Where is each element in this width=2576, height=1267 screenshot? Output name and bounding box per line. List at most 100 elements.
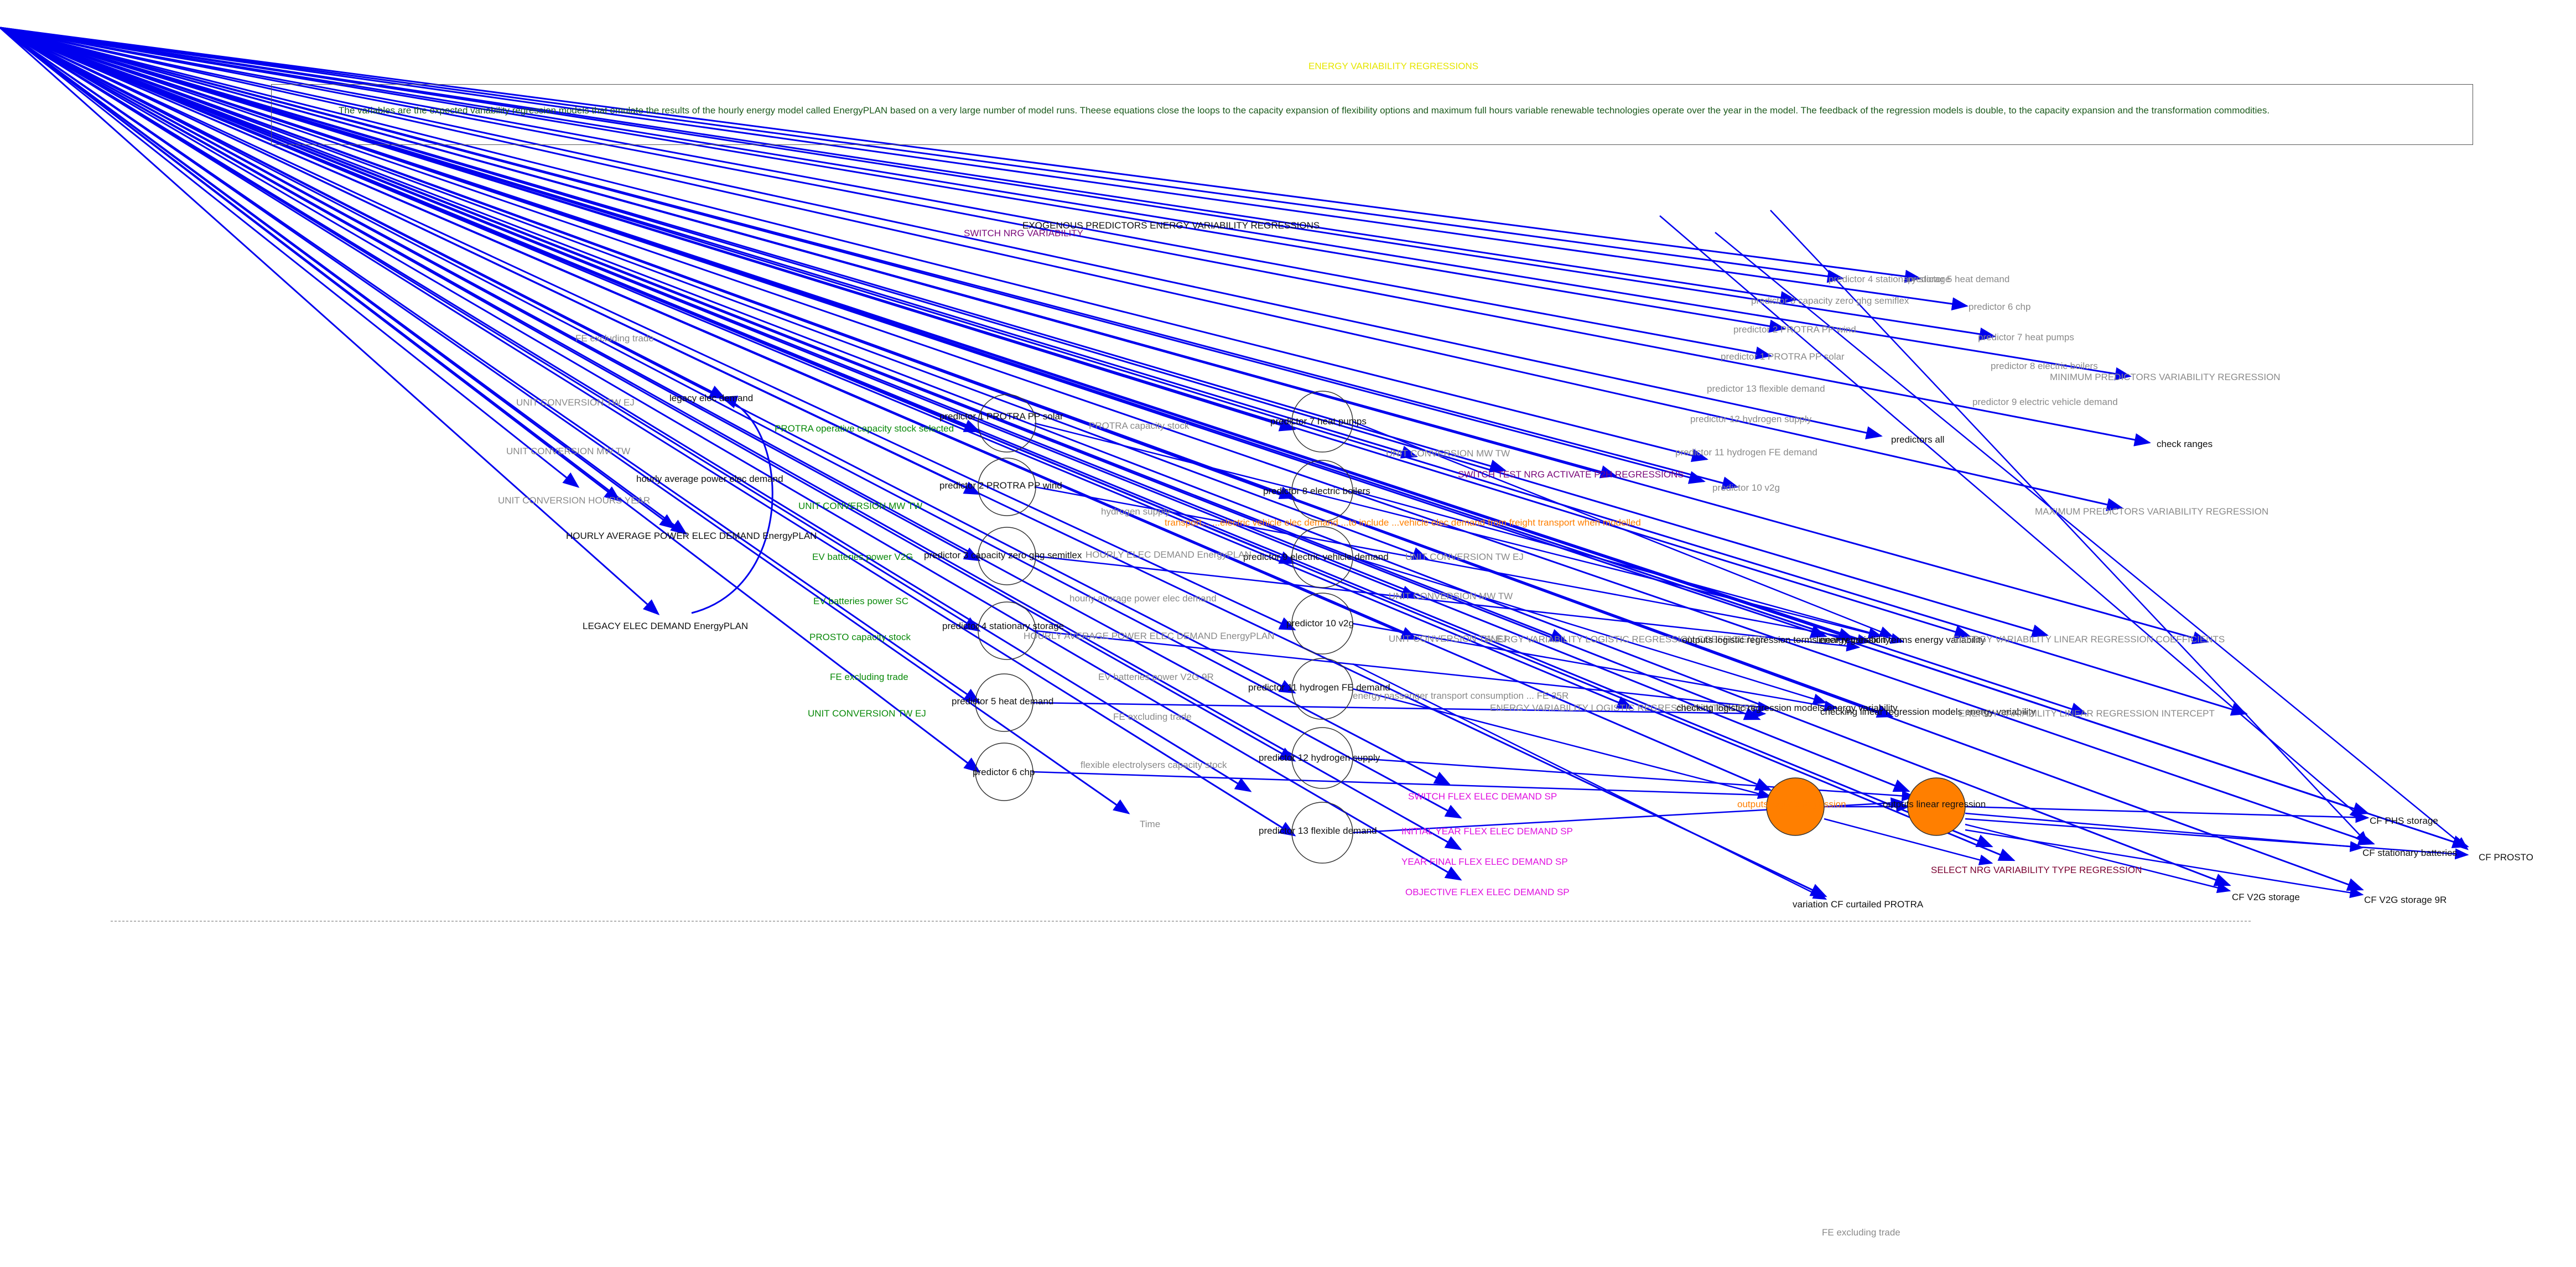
influence-arrow [0, 27, 1296, 631]
predictor-7-label: predictor 7 heat pumps [1270, 416, 1367, 427]
g-predictor-1-label: predictor 1 PROTRA PP solar [1721, 351, 1845, 362]
energy-passenger-transport-label: energy passenger transport consumption .… [1353, 690, 1569, 701]
influence-arrow [1352, 688, 1772, 799]
legacy-elec-demand-label: legacy elec demand [669, 393, 754, 403]
hourly-average-power-elec-demand-gray: hourly average power elec demand [1069, 593, 1217, 604]
predictor-11-label: predictor 11 hydrogen FE demand [1248, 682, 1390, 693]
hydrogen-supply-label: hydrogen supply [1101, 506, 1170, 517]
linear-regression-terms-label: linear regression terms energy variabili… [1816, 635, 1986, 645]
year-final-flex-label: YEAR FINAL FLEX ELEC DEMAND SP [1401, 856, 1568, 867]
time-label: Time [1140, 819, 1161, 829]
predictor-node-9[interactable] [1291, 526, 1353, 588]
influence-arrow [0, 27, 2049, 637]
influence-arrow [1034, 630, 1772, 713]
influence-arrow [0, 27, 677, 529]
outputs-linear-regression-label: outputs linear regression [1883, 799, 1986, 809]
predictor-node-3[interactable] [978, 527, 1036, 585]
objective-flex-label: OBJECTIVE FLEX ELEC DEMAND SP [1405, 887, 1570, 897]
influence-arrow [1770, 210, 2369, 845]
predictor-node-13[interactable] [1291, 802, 1353, 864]
influence-arrow [0, 27, 2375, 845]
influence-arrow [1965, 806, 2370, 823]
energy-variability-linear-intercept: ENERGY VARIABILITY LINEAR REGRESSION INT… [1959, 708, 2215, 719]
influence-arrow [0, 27, 2231, 886]
predictor-node-2[interactable] [978, 458, 1036, 516]
fe-excluding-trade-green: FE excluding trade [830, 672, 908, 682]
influence-arrow [1352, 663, 1827, 900]
unit-conversion-mw-tw-left: UNIT CONVERSION MW TW [506, 446, 631, 456]
predictor-node-12[interactable] [1291, 727, 1353, 789]
unit-conversion-tw-ej-left: UNIT CONVERSION TW EJ [516, 397, 635, 408]
cf-stationary-batteries-label: CF stationary batteries [2362, 848, 2458, 858]
influence-arrow [1965, 829, 2364, 899]
initial-year-flex-label: INITIAL YEAR FLEX ELEC DEMAND SP [1401, 826, 1573, 837]
influence-arrow [1034, 422, 1883, 639]
predictor-node-10[interactable] [1291, 593, 1353, 655]
ev-batteries-power-v2g-9r-label: EV batteries power V2G 9R [1098, 672, 1214, 682]
cf-prosto-label: CF PROSTO [2479, 852, 2533, 863]
ev-batteries-power-v2g-label: EV batteries power V2G [812, 552, 913, 562]
predictor-6-label: predictor 6 chp [973, 767, 1035, 777]
cf-v2g-storage-9r-label: CF V2G storage 9R [2364, 895, 2447, 905]
predictor-node-11[interactable] [1291, 658, 1353, 720]
g-predictor-4-label: predictor 4 stationary storage [1829, 274, 1951, 284]
g-predictor-2-label: predictor 2 PROTRA PP wind [1733, 324, 1856, 335]
minimum-predictors-label: MINIMUM PREDICTORS VARIABILITY REGRESSIO… [2050, 372, 2281, 382]
influence-arrow [0, 27, 1252, 792]
g-predictor-12-label: predictor 12 hydrogen supply [1690, 414, 1812, 424]
predictor-12-label: predictor 12 hydrogen supply [1259, 752, 1380, 763]
influence-arrow [0, 27, 2209, 645]
ev-batteries-power-sc-label: EV batteries power SC [813, 596, 908, 606]
variation-cf-curtailed-label: variation CF curtailed PROTRA [1793, 899, 1924, 910]
g-predictor-7-label: predictor 7 heat pumps [1978, 332, 2074, 342]
fe-excluding-trade-bottom: FE excluding trade [1822, 1227, 1900, 1238]
outputs-logistic-regression-node[interactable] [1766, 777, 1825, 836]
prosto-capacity-stock-label: PROSTO capacity stock [809, 632, 911, 642]
cf-phs-storage-label: CF PHS storage [2370, 816, 2438, 826]
feedback-loop-curve [691, 396, 773, 614]
predictor-8-label: predictor 8 electric boilers [1263, 486, 1370, 496]
predictor-node-5[interactable] [975, 673, 1033, 732]
influence-arrow [1034, 555, 1861, 652]
check-ranges-label: check ranges [2157, 439, 2213, 449]
influence-arrow [1352, 622, 1838, 712]
influence-arrow [0, 27, 981, 704]
predictor-node-8[interactable] [1291, 460, 1353, 522]
influence-arrow [1352, 556, 1827, 704]
description-box [271, 84, 2473, 145]
exogenous-predictors-label: EXOGENOUS PREDICTORS ENERGY VARIABILITY … [1022, 220, 1320, 231]
influence-arrow [0, 27, 1706, 484]
predictor-node-6[interactable] [975, 742, 1033, 801]
influence-arrow [1352, 420, 1894, 637]
energy-variability-linear-coefficients: ENERGY VARIABILITY LINEAR REGRESSION COE… [1953, 634, 2225, 645]
g-predictor-13-label: predictor 13 flexible demand [1707, 383, 1825, 394]
predictor-13-label: predictor 13 flexible demand [1259, 825, 1377, 836]
view-title: ENERGY VARIABILITY REGRESSIONS [1308, 61, 1479, 71]
cf-v2g-storage-label: CF V2G storage [2232, 892, 2300, 902]
influence-arrow [0, 27, 1772, 360]
select-nrg-variability-type-label: SELECT NRG VARIABILITY TYPE REGRESSION [1931, 865, 2142, 875]
outputs-linear-regression-node[interactable] [1907, 777, 1966, 836]
predictors-all-label: predictors all [1891, 434, 1945, 445]
g-predictor-9-label: predictor 9 electric vehicle demand [1972, 397, 2118, 407]
unit-conversion-tw-ej-mid2: UNIT CONVERSION TW EJ [1389, 634, 1507, 644]
influence-arrow [0, 27, 1996, 341]
orange-note-label: transport... ...electric vehicle elec de… [1165, 517, 1641, 528]
predictor-node-4[interactable] [978, 601, 1036, 660]
influence-arrow [0, 27, 2132, 381]
influence-arrow [1659, 215, 2364, 820]
influence-arrow [0, 27, 2123, 511]
predictor-3-label: predictor 3 capacity zero ghg semitlex [924, 550, 1082, 560]
outputs-logistic-regression-terms-label: outputs logistic regression terms energy… [1682, 635, 1891, 645]
influence-arrow [1715, 232, 2469, 850]
fe-excluding-trade-gray: FE excluding trade [1113, 712, 1192, 722]
outputs-logistic-regression-label: outputs logistic regression [1737, 799, 1846, 809]
influence-arrow [0, 27, 1786, 333]
unit-conversion-tw-ej-mid: UNIT CONVERSION TW EJ [1405, 552, 1524, 562]
unit-conversion-mw-tw-green: UNIT CONVERSION MW TW [798, 501, 923, 511]
predictor-node-7[interactable] [1291, 391, 1353, 453]
influence-arrow [0, 27, 1462, 819]
predictor-node-1[interactable] [978, 394, 1036, 453]
influence-arrow [0, 27, 2248, 716]
